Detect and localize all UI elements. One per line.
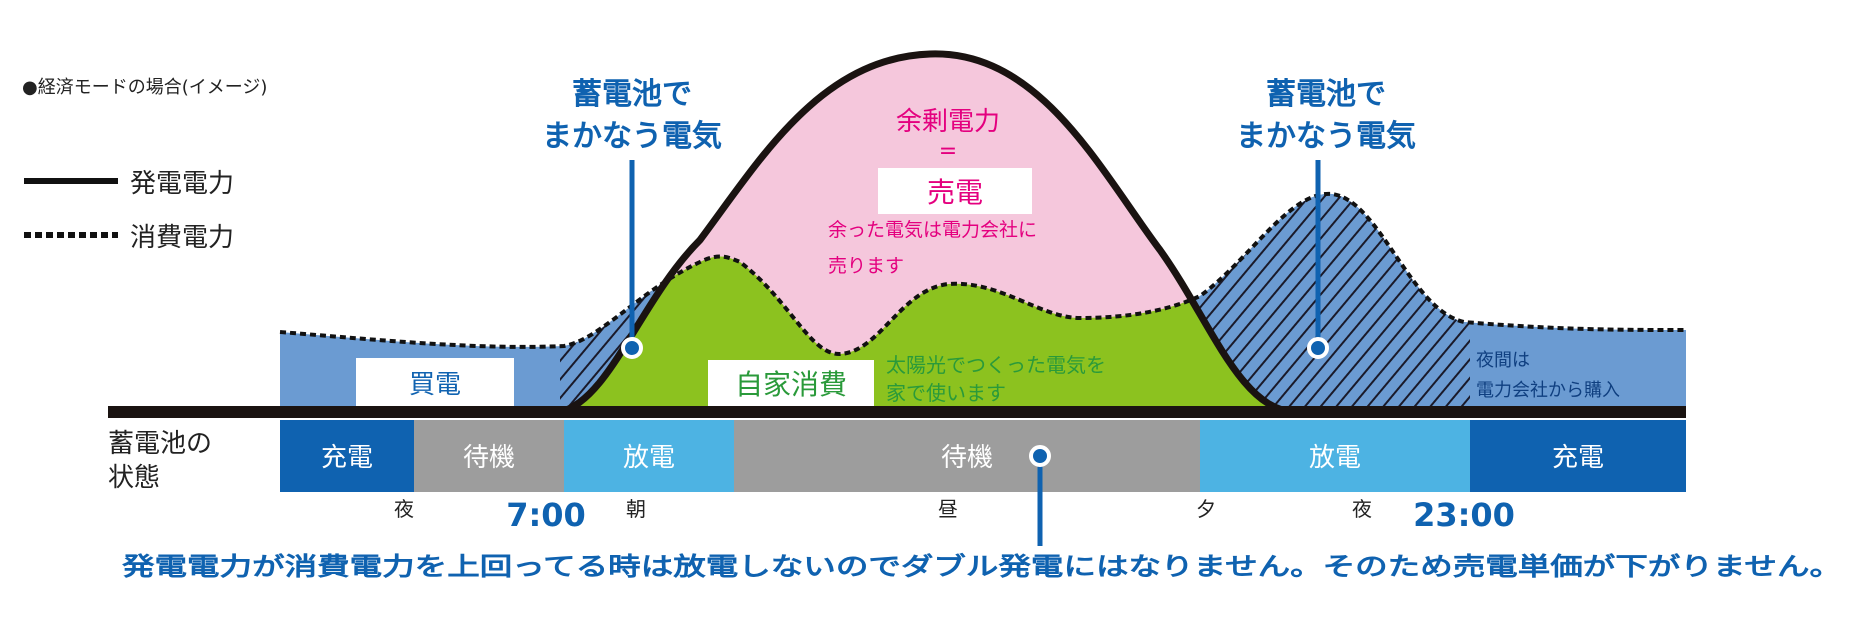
callout-right-marker xyxy=(1307,337,1329,359)
callout-left-line2: まかなう電気 xyxy=(542,119,722,154)
self-label: 自家消費 xyxy=(735,368,847,401)
sell-label: 売電 xyxy=(927,176,983,209)
time-night-2: 夜 xyxy=(1352,497,1372,521)
footer-callout-marker xyxy=(1029,445,1051,467)
battery-segment xyxy=(1470,420,1686,492)
self-desc-1: 太陽光でつくった電気を xyxy=(886,353,1106,377)
battery-segment xyxy=(414,420,564,492)
callout-right-line2: まかなう電気 xyxy=(1236,119,1416,154)
footer-note: 発電電力が消費電力を上回ってる時は放電しないのでダブル発電にはなりません。そのた… xyxy=(121,552,1842,581)
battery-segment xyxy=(564,420,734,492)
baseline-axis xyxy=(108,406,1686,418)
time-morning: 朝 xyxy=(626,497,646,521)
surplus-title: 余剰電力 xyxy=(896,107,1000,137)
battery-segment xyxy=(734,420,1200,492)
time-noon: 昼 xyxy=(938,497,958,521)
callout-right-line1: 蓄電池で xyxy=(1266,77,1386,112)
legend-consumption: 消費電力 xyxy=(130,223,234,253)
self-label-box xyxy=(708,360,874,406)
callout-left-line1: 蓄電池で xyxy=(572,77,692,112)
battery-segment xyxy=(280,420,414,492)
night-desc-2: 電力会社から購入 xyxy=(1476,380,1620,401)
battery-state-bar: 充電 待機 放電 待機 放電 充電 xyxy=(280,420,1686,492)
callout-left-marker xyxy=(621,337,643,359)
time-evening: 夕 xyxy=(1196,497,1216,521)
night-desc-1: 夜間は xyxy=(1476,350,1530,371)
diagram-title: ●経済モードの場合(イメージ) xyxy=(22,77,267,98)
segment-label: 待機 xyxy=(941,443,993,473)
sell-desc-1: 余った電気は電力会社に xyxy=(828,219,1037,241)
equals-sign: = xyxy=(939,139,957,164)
sell-label-box xyxy=(878,168,1032,214)
segment-label: 放電 xyxy=(623,443,675,473)
generation-line xyxy=(558,50,1296,416)
legend: 発電電力 消費電力 xyxy=(24,169,234,253)
self-desc-2: 家で使います xyxy=(886,381,1006,405)
time-night-1: 夜 xyxy=(394,497,414,521)
callout-left: 蓄電池で まかなう電気 xyxy=(542,77,722,359)
time-7-00: 7:00 xyxy=(506,496,586,534)
battery-label-1: 蓄電池の xyxy=(108,429,212,459)
segment-label: 充電 xyxy=(321,443,373,473)
consumption-line xyxy=(279,191,1687,357)
sell-desc-2: 売ります xyxy=(828,255,904,277)
legend-generation: 発電電力 xyxy=(130,169,234,199)
time-23-00: 23:00 xyxy=(1413,496,1515,534)
buy-label: 買電 xyxy=(409,370,461,400)
callout-right: 蓄電池で まかなう電気 xyxy=(1236,77,1416,359)
segment-label: 充電 xyxy=(1552,443,1604,473)
battery-label-2: 状態 xyxy=(108,463,160,493)
segment-label: 待機 xyxy=(463,443,515,473)
buy-label-box xyxy=(356,358,514,406)
battery-segment xyxy=(1200,420,1470,492)
segment-label: 放電 xyxy=(1309,443,1361,473)
